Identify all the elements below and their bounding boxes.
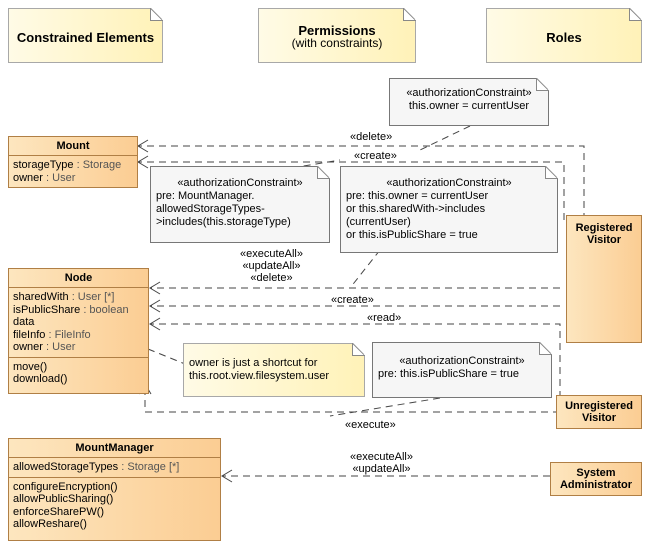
attr-type: : User [*] bbox=[68, 291, 115, 303]
note-stereotype: «authorizationConstraint» bbox=[399, 355, 525, 367]
constraint-note-public-share: «authorizationConstraint» pre: this.isPu… bbox=[372, 342, 552, 398]
note-fold-icon bbox=[629, 8, 642, 21]
attr-name: storageType bbox=[13, 159, 74, 171]
attr-name: data bbox=[13, 316, 35, 328]
arrowhead-delete bbox=[137, 139, 149, 153]
arrowhead-read bbox=[149, 317, 161, 331]
actor-label: Registered Visitor bbox=[575, 222, 633, 246]
label-create: «create» bbox=[354, 150, 397, 162]
note-fold-icon bbox=[545, 166, 558, 179]
actor-label: Unregistered Visitor bbox=[565, 400, 633, 424]
operation: allowPublicSharing() bbox=[13, 493, 114, 505]
anchor-c4 bbox=[329, 397, 441, 417]
operation: configureEncryption() bbox=[13, 480, 118, 493]
arrowhead-node-2 bbox=[149, 299, 161, 313]
label-read: «read» bbox=[367, 312, 402, 324]
header-permissions: Permissions (with constraints) bbox=[258, 8, 416, 63]
arrowhead-node-1 bbox=[149, 281, 161, 295]
header-constrained-elements: Constrained Elements bbox=[8, 8, 163, 63]
attr-name: owner bbox=[13, 341, 43, 353]
anchor-c1 bbox=[419, 125, 471, 151]
constraint-note-owner: «authorizationConstraint» this.owner = c… bbox=[389, 78, 549, 126]
attr-name: sharedWith bbox=[13, 291, 69, 303]
anchor-owner bbox=[147, 348, 186, 365]
anchor-c2 bbox=[279, 159, 341, 171]
note-body: pre: this.owner = currentUser or this.sh… bbox=[346, 190, 489, 241]
actor-system-administrator[interactable]: System Administrator bbox=[550, 462, 642, 496]
label-execute: «execute» bbox=[345, 419, 396, 431]
attr-type: : User bbox=[42, 171, 76, 184]
note-stereotype: «authorizationConstraint» bbox=[177, 177, 303, 189]
class-title: Mount bbox=[9, 137, 137, 156]
label-delete: «delete» bbox=[350, 131, 393, 143]
label-node-permissions: «executeAll» «updateAll» «delete» bbox=[240, 248, 303, 284]
anchor-c3 bbox=[349, 249, 381, 289]
class-attributes: storageType : Storage owner : User bbox=[9, 156, 137, 187]
attr-type: : User bbox=[42, 341, 76, 353]
actor-registered-visitor[interactable]: Registered Visitor bbox=[566, 215, 642, 343]
class-node[interactable]: Node sharedWith : User [*] isPublicShare… bbox=[8, 268, 149, 394]
actor-label: System Administrator bbox=[559, 467, 633, 491]
note-body: pre: MountManager. allowedStorageTypes- … bbox=[156, 190, 291, 228]
note-fold-icon bbox=[536, 78, 549, 91]
owner-shortcut-note: owner is just a shortcut for this.root.v… bbox=[183, 343, 365, 397]
attr-name: fileInfo bbox=[13, 328, 46, 341]
actor-unregistered-visitor[interactable]: Unregistered Visitor bbox=[556, 395, 642, 429]
note-body: this.owner = currentUser bbox=[408, 100, 530, 112]
note-body: owner is just a shortcut for this.root.v… bbox=[189, 357, 329, 382]
attr-name: isPublicShare bbox=[13, 303, 81, 316]
header-roles: Roles bbox=[486, 8, 642, 63]
create-dependency bbox=[138, 161, 565, 220]
note-stereotype: «authorizationConstraint» bbox=[386, 177, 512, 189]
class-mountmanager[interactable]: MountManager allowedStorageTypes : Stora… bbox=[8, 438, 221, 541]
header-permissions-sub: (with constraints) bbox=[291, 36, 383, 50]
class-mount[interactable]: Mount storageType : Storage owner : User bbox=[8, 136, 138, 188]
constraint-note-storage: «authorizationConstraint» pre: MountMana… bbox=[150, 166, 330, 243]
class-title: Node bbox=[9, 269, 148, 288]
note-fold-icon bbox=[352, 343, 365, 356]
attr-name: allowedStorageTypes bbox=[13, 461, 119, 473]
class-attributes: sharedWith : User [*] isPublicShare : bo… bbox=[9, 288, 148, 357]
attr-type: : Storage bbox=[73, 159, 122, 171]
attr-name: owner bbox=[13, 171, 43, 184]
class-operations: move() download() bbox=[9, 356, 148, 389]
label-create-node: «create» bbox=[331, 294, 374, 306]
attr-type: : Storage [*] bbox=[118, 461, 180, 473]
read-dependency bbox=[150, 323, 561, 398]
class-operations: configureEncryption() allowPublicSharing… bbox=[9, 476, 220, 534]
note-stereotype: «authorizationConstraint» bbox=[406, 87, 532, 99]
attr-type: : boolean bbox=[80, 303, 129, 316]
operation: allowReshare() bbox=[13, 518, 87, 530]
note-fold-icon bbox=[539, 342, 552, 355]
note-fold-icon bbox=[317, 166, 330, 179]
label-admin-permissions: «executeAll» «updateAll» bbox=[350, 451, 413, 475]
arrowhead-admin bbox=[221, 469, 233, 483]
constraint-note-node-access: «authorizationConstraint» pre: this.owne… bbox=[340, 166, 558, 253]
class-title: MountManager bbox=[9, 439, 220, 458]
class-attributes: allowedStorageTypes : Storage [*] bbox=[9, 458, 220, 477]
attr-type: : FileInfo bbox=[45, 328, 91, 341]
arrowhead-create bbox=[137, 155, 149, 169]
operation: download() bbox=[13, 373, 68, 385]
note-body: pre: this.isPublicShare = true bbox=[378, 368, 519, 380]
delete-dependency bbox=[138, 145, 585, 220]
note-fold-icon bbox=[403, 8, 416, 21]
operation: move() bbox=[13, 360, 48, 373]
note-fold-icon bbox=[150, 8, 163, 21]
operation: enforceSharePW() bbox=[13, 505, 105, 518]
